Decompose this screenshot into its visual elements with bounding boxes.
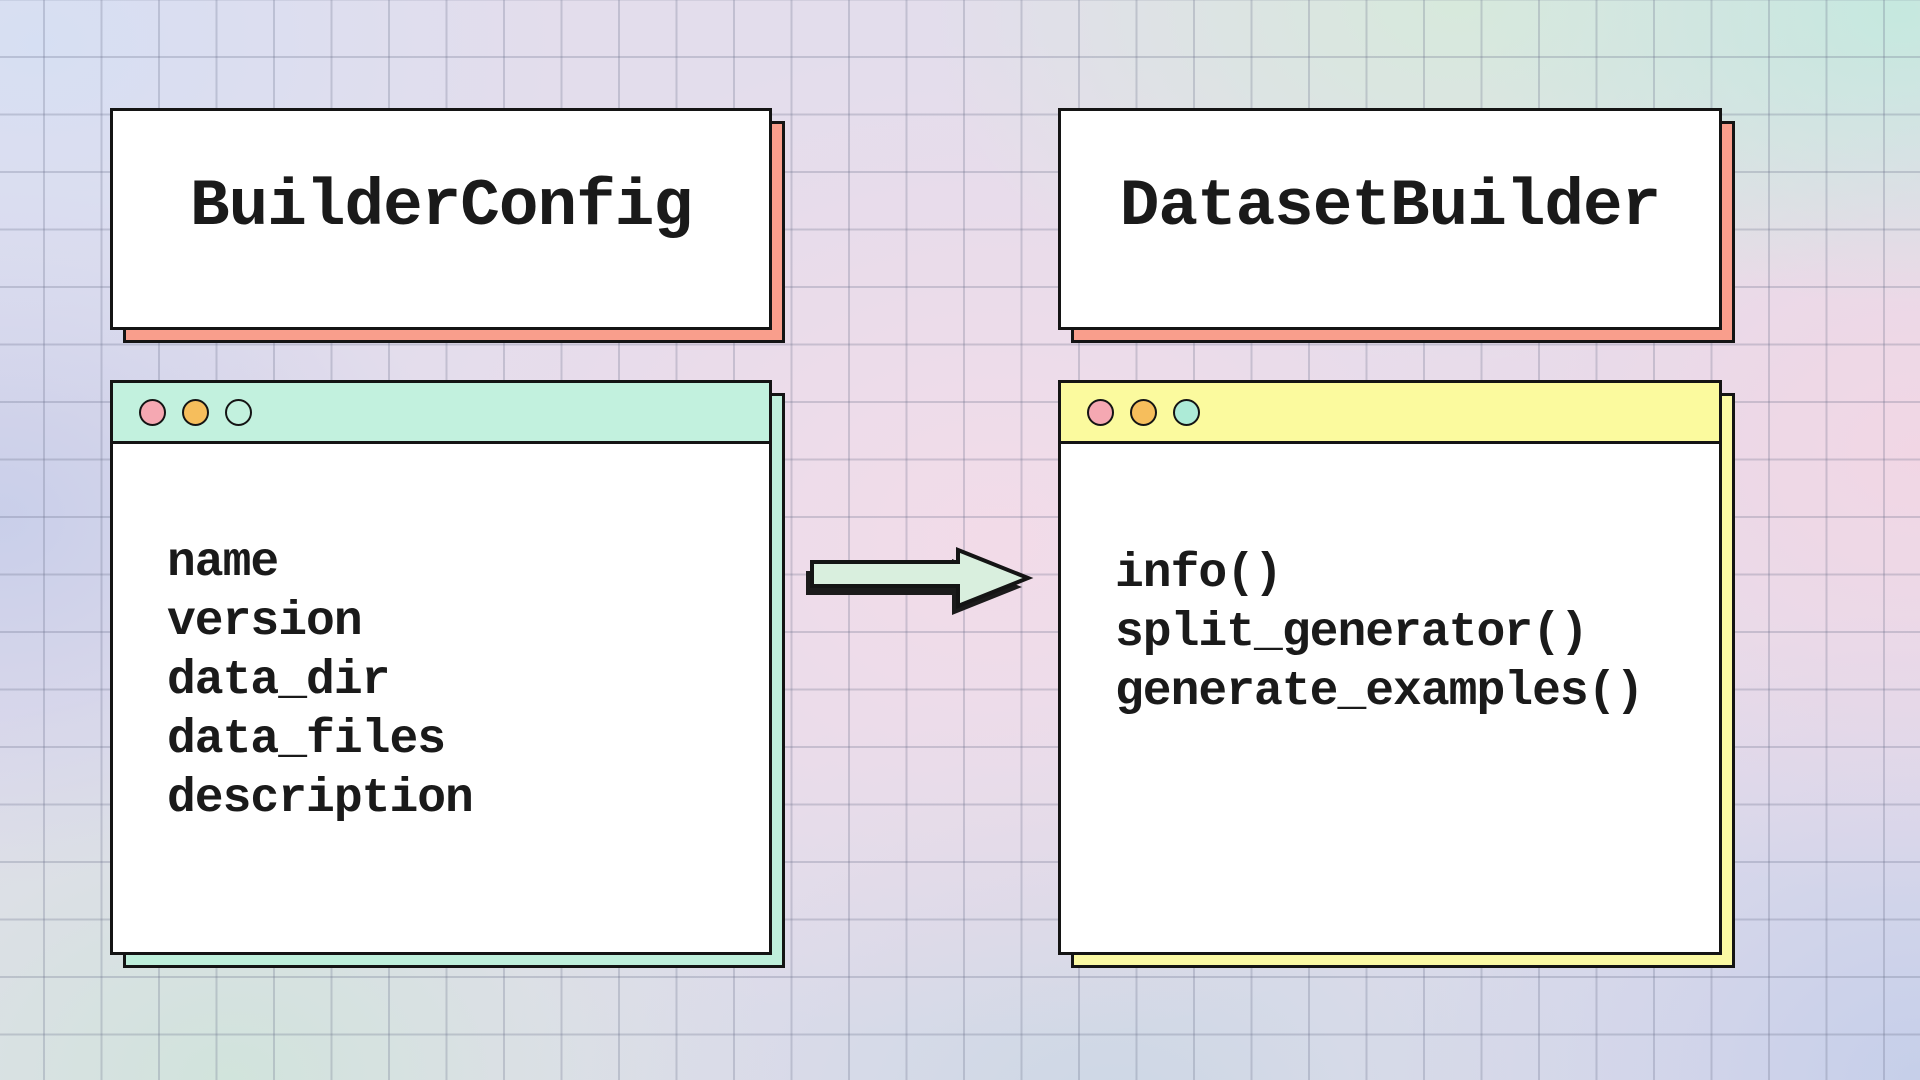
field-description: description	[167, 772, 474, 826]
field-name: name	[167, 536, 279, 590]
close-dot-icon	[139, 398, 166, 426]
field-version: version	[167, 595, 363, 649]
builderconfig-fields-list: name version data_dir data_files descrip…	[113, 444, 769, 952]
close-dot-icon	[1087, 398, 1114, 426]
builderconfig-title-label: BuilderConfig	[190, 168, 693, 244]
window-titlebar	[113, 383, 769, 444]
field-data-dir: data_dir	[167, 654, 390, 708]
method-info: info()	[1115, 547, 1283, 601]
builderconfig-title-card: BuilderConfig	[110, 108, 785, 343]
title-card-face: BuilderConfig	[110, 108, 772, 330]
datasetbuilder-window: info() split_generator() generate_exampl…	[1058, 380, 1735, 968]
field-data-files: data_files	[167, 713, 446, 767]
builderconfig-window: name version data_dir data_files descrip…	[110, 380, 785, 968]
minimize-dot-icon	[182, 398, 209, 426]
maximize-dot-icon	[225, 398, 252, 426]
maximize-dot-icon	[1173, 398, 1200, 426]
flow-arrow-icon	[806, 547, 1034, 615]
window-face: info() split_generator() generate_exampl…	[1058, 380, 1722, 955]
title-card-face: DatasetBuilder	[1058, 108, 1722, 330]
method-generate-examples: generate_examples()	[1115, 665, 1644, 719]
arrow-body	[810, 547, 1034, 609]
method-split-generator: split_generator()	[1115, 606, 1589, 660]
window-face: name version data_dir data_files descrip…	[110, 380, 772, 955]
window-titlebar	[1061, 383, 1719, 444]
datasetbuilder-methods-list: info() split_generator() generate_exampl…	[1061, 444, 1719, 952]
datasetbuilder-title-label: DatasetBuilder	[1119, 168, 1661, 244]
minimize-dot-icon	[1130, 398, 1157, 426]
datasetbuilder-title-card: DatasetBuilder	[1058, 108, 1735, 343]
